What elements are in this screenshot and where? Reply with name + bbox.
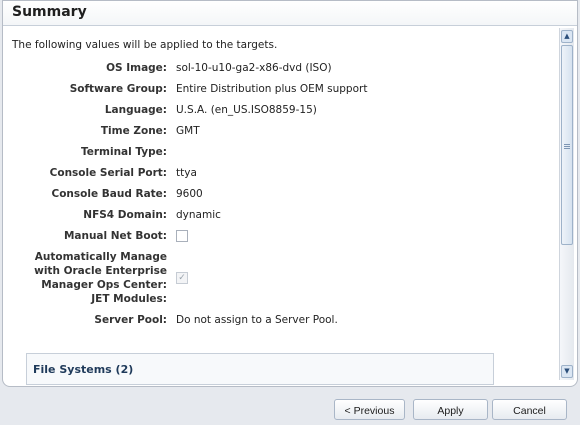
scroll-down-button[interactable]: ▼ — [561, 365, 573, 378]
language-value: U.S.A. (en_US.ISO8859-15) — [176, 104, 317, 116]
server-pool-value: Do not assign to a Server Pool. — [176, 314, 338, 326]
previous-button[interactable]: < Previous — [334, 399, 405, 420]
cancel-button[interactable]: Cancel — [492, 399, 567, 420]
panel-header: Summary — [3, 1, 577, 26]
time-zone-value: GMT — [176, 125, 200, 137]
file-systems-section[interactable]: File Systems (2) — [26, 353, 494, 385]
intro-text: The following values will be applied to … — [12, 39, 278, 51]
console-serial-port-label: Console Serial Port: — [49, 167, 167, 179]
software-group-value: Entire Distribution plus OEM support — [176, 83, 368, 95]
row-terminal-type: Terminal Type: — [12, 146, 557, 167]
scrollbar-thumb[interactable] — [561, 45, 573, 245]
summary-fields: OS Image: sol-10-u10-ga2-x86-dvd (ISO) S… — [12, 62, 557, 335]
terminal-type-label: Terminal Type: — [80, 146, 167, 158]
row-console-serial-port: Console Serial Port: ttya — [12, 167, 557, 188]
server-pool-label: Server Pool: — [94, 314, 167, 326]
row-os-image: OS Image: sol-10-u10-ga2-x86-dvd (ISO) — [12, 62, 557, 83]
auto-manage-label: Automatically Manage with Oracle Enterpr… — [34, 251, 167, 291]
language-label: Language: — [104, 104, 167, 116]
row-nfs4-domain: NFS4 Domain: dynamic — [12, 209, 557, 230]
os-image-value: sol-10-u10-ga2-x86-dvd (ISO) — [176, 62, 332, 74]
os-image-label: OS Image: — [106, 62, 167, 74]
apply-button[interactable]: Apply — [413, 399, 488, 420]
nfs4-domain-value: dynamic — [176, 209, 221, 221]
scroll-up-arrow-icon: ▲ — [564, 32, 570, 40]
manual-net-boot-label: Manual Net Boot: — [63, 230, 167, 242]
time-zone-label: Time Zone: — [100, 125, 167, 137]
console-baud-rate-value: 9600 — [176, 188, 203, 200]
console-serial-port-value: ttya — [176, 167, 197, 179]
vertical-scrollbar[interactable]: ▲ ▼ — [559, 28, 574, 380]
footer-bar: < Previous Apply Cancel — [0, 390, 580, 425]
grip-icon — [564, 144, 570, 145]
row-auto-manage: Automatically Manage with Oracle Enterpr… — [12, 251, 557, 293]
nfs4-domain-label: NFS4 Domain: — [83, 209, 167, 221]
row-time-zone: Time Zone: GMT — [12, 125, 557, 146]
auto-manage-checkbox: ✓ — [176, 272, 188, 284]
row-server-pool: Server Pool: Do not assign to a Server P… — [12, 314, 557, 335]
summary-panel: Summary The following values will be app… — [2, 0, 578, 387]
console-baud-rate-label: Console Baud Rate: — [51, 188, 167, 200]
manual-net-boot-checkbox[interactable] — [176, 230, 188, 242]
row-manual-net-boot: Manual Net Boot: — [12, 230, 557, 251]
software-group-label: Software Group: — [69, 83, 167, 95]
scroll-up-button[interactable]: ▲ — [561, 30, 573, 43]
row-jet-modules: JET Modules: — [12, 293, 557, 314]
page-title: Summary — [12, 4, 87, 20]
checkmark-icon: ✓ — [178, 273, 186, 283]
file-systems-title: File Systems (2) — [33, 363, 134, 376]
row-console-baud-rate: Console Baud Rate: 9600 — [12, 188, 557, 209]
jet-modules-label: JET Modules: — [91, 293, 167, 305]
row-language: Language: U.S.A. (en_US.ISO8859-15) — [12, 104, 557, 125]
row-software-group: Software Group: Entire Distribution plus… — [12, 83, 557, 104]
scroll-down-arrow-icon: ▼ — [564, 367, 570, 375]
